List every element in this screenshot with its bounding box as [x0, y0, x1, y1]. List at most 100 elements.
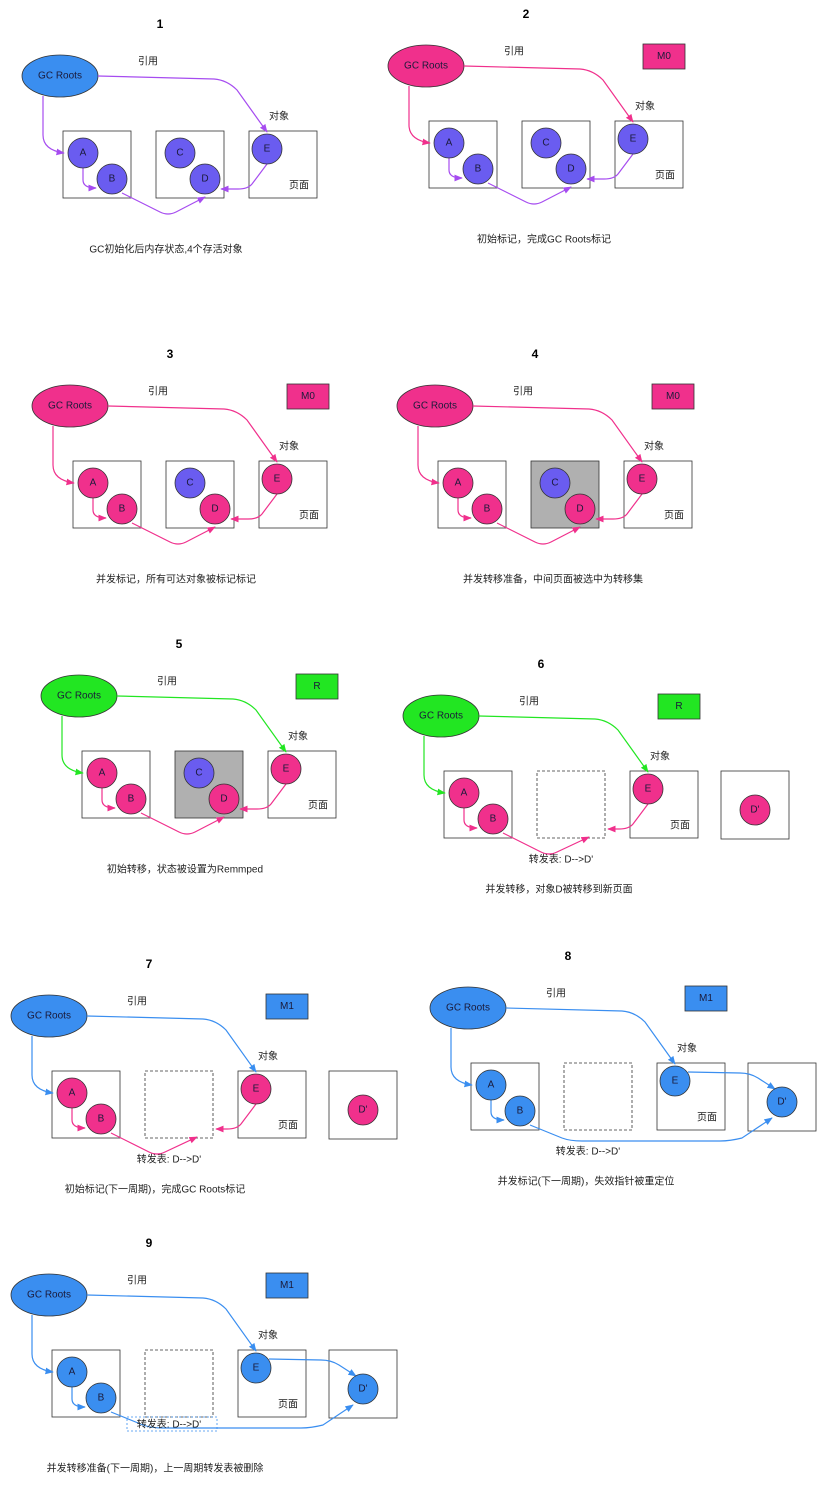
panel-caption: GC初始化后内存状态,4个存活对象 [89, 243, 242, 256]
edge-e-d [220, 163, 268, 193]
page-label: 页面 [664, 510, 684, 522]
object-b-label: B [490, 814, 497, 825]
edge-b-d [131, 522, 216, 545]
page-label: 页面 [697, 1112, 717, 1124]
object-d [189, 163, 221, 195]
edge-root-a [423, 736, 446, 796]
object-b [477, 803, 509, 835]
state-badge-label: R [675, 701, 682, 712]
object-a-label: A [455, 478, 462, 489]
state-badge [684, 985, 728, 1012]
object-b [462, 153, 494, 185]
panel-caption: 初始转移，状态被设置为Remmped [107, 863, 263, 876]
object-b-label: B [484, 504, 491, 515]
gc-roots-label: GC Roots [419, 711, 463, 722]
state-badge-label: R [313, 681, 320, 692]
edge-e-d [239, 783, 287, 813]
object-e-label: E [274, 474, 281, 485]
object-b-label: B [98, 1114, 105, 1125]
object-label: 对象 [258, 1050, 278, 1063]
reference-label: 引用 [127, 1275, 147, 1287]
edge-root-e [86, 1294, 257, 1352]
page-2-freed [536, 770, 606, 839]
panel-caption: 初始标记(下一周期)，完成GC Roots标记 [65, 1183, 246, 1196]
object-a [433, 127, 465, 159]
object-a-label: A [488, 1080, 495, 1091]
state-badge [651, 383, 695, 410]
object-b-label: B [475, 164, 482, 175]
object-label: 对象 [650, 750, 670, 763]
reference-label: 引用 [157, 676, 177, 688]
panel-number: 5 [176, 637, 183, 651]
object-label: 对象 [644, 440, 664, 453]
edge-a-b [92, 498, 107, 522]
edge-b-d [121, 192, 206, 215]
reference-label: 引用 [519, 696, 539, 708]
edge-root-a [450, 1028, 473, 1088]
object-d-prime [739, 794, 771, 826]
edge-root-a [42, 96, 65, 156]
panel-number: 7 [146, 957, 153, 971]
state-badge-label: M1 [699, 993, 713, 1004]
panel-caption: 并发标记，所有可达对象被标记标记 [96, 573, 256, 586]
object-a [475, 1069, 507, 1101]
object-e-label: E [264, 144, 271, 155]
object-c-label: C [176, 148, 183, 159]
gc-roots-label: GC Roots [27, 1011, 71, 1022]
reference-label: 引用 [148, 386, 168, 398]
gc-roots-label: GC Roots [27, 1290, 71, 1301]
object-e [240, 1352, 272, 1384]
object-a-label: A [69, 1088, 76, 1099]
reference-label: 引用 [546, 988, 566, 1000]
object-a [86, 757, 118, 789]
object-a-label: A [69, 1367, 76, 1378]
panel-caption: 并发转移准备(下一周期)，上一周期转发表被删除 [47, 1462, 264, 1475]
forward-table-label: 转发表: D-->D' [137, 1153, 201, 1166]
edge-root-e [463, 65, 634, 123]
object-b [115, 783, 147, 815]
object-e-label: E [630, 134, 637, 145]
edge-root-a [61, 716, 84, 776]
object-e-label: E [672, 1076, 679, 1087]
page-2-freed [144, 1349, 214, 1418]
panel-caption: 并发转移准备，中间页面被选中为转移集 [463, 573, 643, 586]
object-d-prime [347, 1373, 379, 1405]
edge-a-b [490, 1100, 505, 1124]
object-d-prime-label: D' [358, 1384, 367, 1395]
object-e-label: E [253, 1363, 260, 1374]
object-d [199, 493, 231, 525]
edge-a-b [71, 1108, 86, 1132]
object-label: 对象 [288, 730, 308, 743]
object-b [85, 1103, 117, 1135]
object-d-label: D [567, 164, 574, 175]
edge-root-e [86, 1015, 257, 1073]
object-e [617, 123, 649, 155]
page-label: 页面 [670, 820, 690, 832]
reference-label: 引用 [138, 56, 158, 68]
object-label: 对象 [635, 100, 655, 113]
edge-e-d [215, 1103, 257, 1133]
gc-roots-label: GC Roots [57, 691, 101, 702]
state-badge-label: M0 [666, 391, 680, 402]
gc-roots-label: GC Roots [446, 1003, 490, 1014]
edge-a-b [463, 808, 478, 832]
object-b [504, 1095, 536, 1127]
object-b-label: B [517, 1106, 524, 1117]
edge-root-a [417, 426, 440, 486]
edge-b-d [487, 182, 572, 205]
object-e [240, 1073, 272, 1105]
object-d [208, 783, 240, 815]
object-c-label: C [551, 478, 558, 489]
state-badge-label: M0 [657, 51, 671, 62]
object-d-label: D [576, 504, 583, 515]
object-a [448, 777, 480, 809]
state-badge [295, 673, 339, 700]
edge-b-dprime [110, 1404, 354, 1429]
object-label: 对象 [279, 440, 299, 453]
gc-roots-label: GC Roots [413, 401, 457, 412]
